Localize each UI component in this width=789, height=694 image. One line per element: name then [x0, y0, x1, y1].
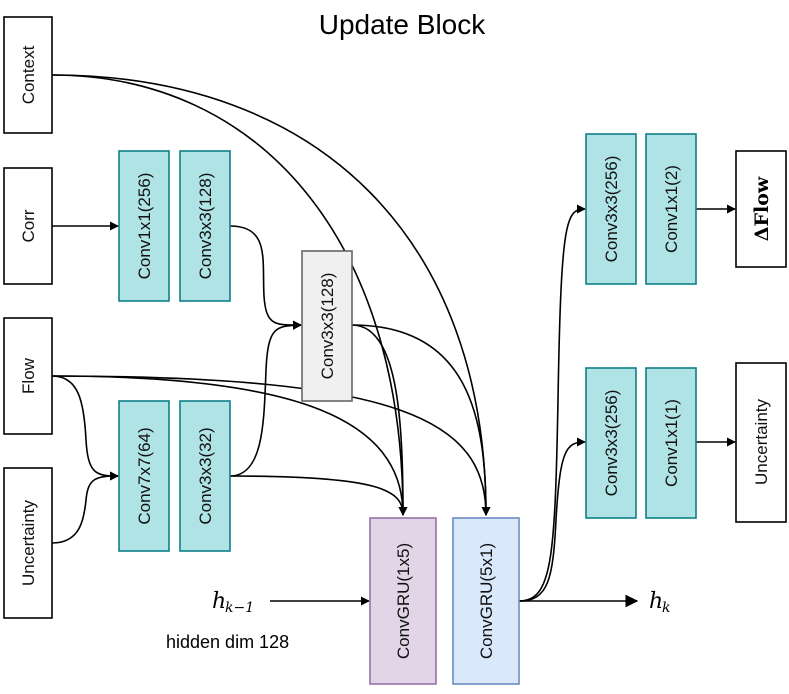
- diagram-title: Update Block: [319, 9, 487, 40]
- flow-conv3x3-box: Conv3x3(32): [179, 400, 231, 552]
- output-uncertainty-label: Uncertainty: [752, 399, 771, 485]
- gru-5x1-label: ConvGRU(5x1): [477, 543, 496, 659]
- edge-flow-branch-to-merge: [229, 320, 302, 477]
- input-flow-label: Flow: [19, 357, 38, 394]
- unc-head-conv3x3-box: Conv3x3(256): [585, 367, 637, 519]
- flow-conv3x3-label: Conv3x3(32): [196, 427, 215, 524]
- flow-head-conv1x1-label: Conv1x1(2): [662, 165, 681, 253]
- merge-conv3x3-box: Conv3x3(128): [301, 250, 353, 402]
- hidden-prev-base: h: [212, 589, 226, 614]
- corr-conv3x3-label: Conv3x3(128): [196, 173, 215, 280]
- input-flow: Flow: [3, 317, 53, 435]
- unc-head-conv3x3-label: Conv3x3(256): [602, 390, 621, 497]
- flow-conv7x7-label: Conv7x7(64): [135, 427, 154, 524]
- unc-head-conv1x1-box: Conv1x1(1): [645, 367, 697, 519]
- input-corr: Corr: [3, 167, 53, 285]
- gru-1x5-box: ConvGRU(1x5): [369, 517, 437, 685]
- input-uncertainty-label: Uncertainty: [19, 500, 38, 586]
- edge-corr-branch-to-merge: [229, 225, 302, 330]
- edge-gru2-to-uncertainty-head: [518, 437, 586, 602]
- input-context: Context: [3, 16, 53, 134]
- edge-context-to-gru1: [51, 74, 408, 516]
- edge-gru2-to-flow-head: [518, 204, 586, 602]
- gru-5x1-box: ConvGRU(5x1): [452, 517, 520, 685]
- flow-conv7x7-box: Conv7x7(64): [118, 400, 170, 552]
- output-delta-flow: ΔFlow: [735, 150, 787, 268]
- input-uncertainty: Uncertainty: [3, 467, 53, 619]
- input-context-label: Context: [19, 45, 38, 104]
- edge-flow-to-gru2: [51, 375, 491, 516]
- merge-conv3x3-label: Conv3x3(128): [318, 273, 337, 380]
- hidden-prev-sub: k−1: [225, 600, 254, 616]
- edge-flow-to-conv7x7: [51, 375, 119, 481]
- edge-conv3x3-32-to-gru1: [229, 475, 408, 516]
- corr-conv1x1-box: Conv1x1(256): [118, 150, 170, 302]
- hidden-next-label: h k: [649, 589, 670, 616]
- corr-conv3x3-box: Conv3x3(128): [179, 150, 231, 302]
- unc-head-conv1x1-label: Conv1x1(1): [662, 399, 681, 487]
- output-uncertainty: Uncertainty: [735, 362, 787, 523]
- hidden-next-base: h: [649, 589, 663, 614]
- output-delta-flow-label: ΔFlow: [751, 176, 773, 241]
- input-corr-label: Corr: [19, 209, 38, 242]
- edge-uncertainty-to-conv7x7: [51, 471, 119, 544]
- edge-flow-to-gru1: [51, 375, 408, 516]
- flow-head-conv1x1-box: Conv1x1(2): [645, 133, 697, 285]
- flow-head-conv3x3-label: Conv3x3(256): [602, 156, 621, 263]
- hidden-dim-note: hidden dim 128: [166, 632, 289, 652]
- gru-1x5-label: ConvGRU(1x5): [394, 543, 413, 659]
- hidden-next-sub: k: [662, 600, 670, 616]
- edge-merge-to-gru1: [351, 324, 408, 516]
- edge-context-to-gru2: [51, 74, 491, 516]
- edges: [51, 74, 736, 608]
- edge-merge-to-gru2: [351, 324, 491, 516]
- flow-head-conv3x3-box: Conv3x3(256): [585, 133, 637, 285]
- corr-conv1x1-label: Conv1x1(256): [135, 173, 154, 280]
- hidden-prev-label: h k−1: [212, 589, 254, 616]
